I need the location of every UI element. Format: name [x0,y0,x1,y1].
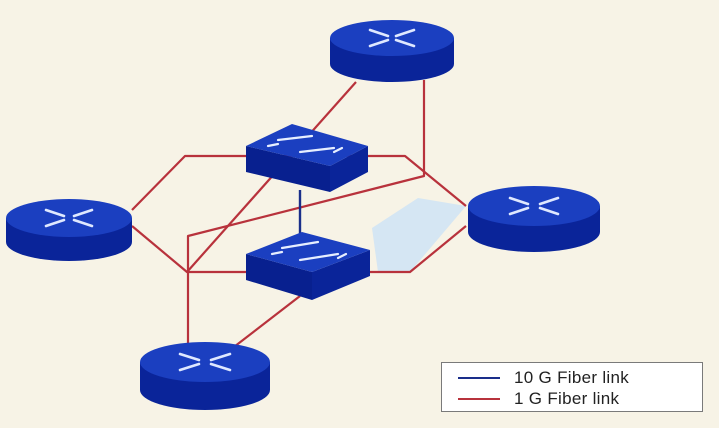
legend-swatch-10g [458,377,500,379]
link-1g-left-lower [131,225,250,274]
switch-lower[interactable] [246,232,370,300]
switch-icon [266,134,344,154]
legend-label-10g: 10 G Fiber link [514,368,630,387]
router-bottom[interactable] [140,342,270,410]
legend-swatch-1g [458,398,500,400]
router-icon [178,352,232,372]
router-icon [508,196,560,216]
router-left[interactable] [6,199,132,261]
router-icon [44,208,94,228]
switch-upper[interactable] [246,124,368,192]
legend-label-1g: 1 G Fiber link [514,389,620,408]
router-icon [368,28,416,48]
legend-item-1g: 1 G Fiber link [458,389,619,409]
router-top[interactable] [330,20,454,82]
legend-item-10g: 10 G Fiber link [458,368,629,388]
link-1g-top-right-down [186,80,426,360]
link-1g-switch-to-bottom [229,295,301,351]
highlight-area [372,198,466,272]
switch-icon [270,240,348,262]
legend: 10 G Fiber link 1 G Fiber link [441,362,703,412]
router-right[interactable] [468,186,600,252]
